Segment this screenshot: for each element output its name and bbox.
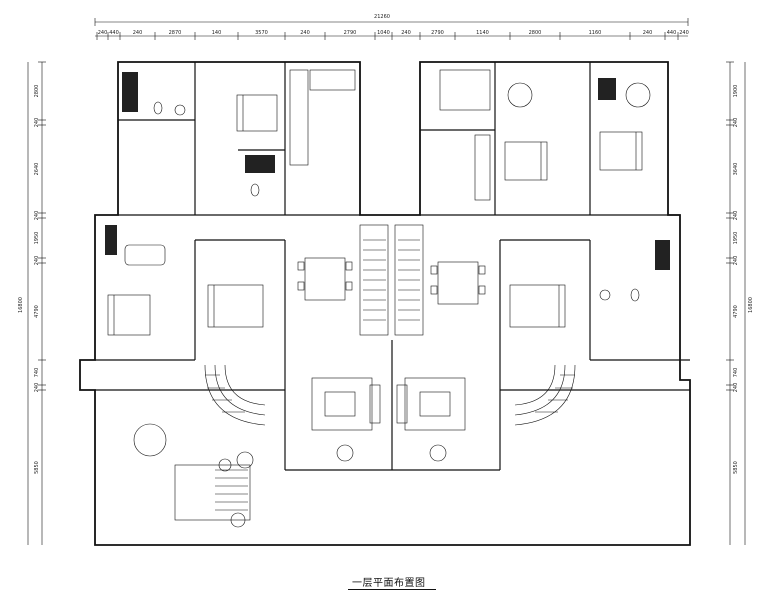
bed	[236, 94, 278, 132]
left-dimension-label: 4790	[34, 305, 40, 318]
right-dimension-label: 1900	[733, 85, 739, 98]
caption-underline	[348, 589, 436, 590]
bed	[207, 284, 264, 328]
right-dimension-label: 240	[733, 383, 739, 393]
right-dimension-label: 4790	[733, 305, 739, 318]
top-dimension-label: 1160	[589, 30, 602, 36]
left-dimension-label: 740	[34, 368, 40, 378]
top-dimension-label: 2870	[169, 30, 182, 36]
kitchen-counter	[439, 69, 491, 201]
bed	[599, 131, 643, 171]
top-dimension-label: 2800	[529, 30, 542, 36]
toilet	[250, 183, 260, 197]
right-dimension-labels: 1900 240 3640 240 1950 240 4790 740 240 5850	[726, 61, 739, 474]
overall-width-label: 21260	[374, 14, 390, 20]
plant	[218, 451, 254, 528]
sink	[174, 104, 186, 116]
top-dimension-label: 240	[300, 30, 310, 36]
sink	[599, 289, 611, 301]
right-dimension-label: 5850	[733, 461, 739, 474]
round-table	[625, 82, 651, 108]
kitchen-counter	[289, 69, 356, 166]
top-dimension-label: 440	[109, 30, 119, 36]
left-dimension-label: 1950	[34, 232, 40, 245]
right-dimension-label: 740	[733, 368, 739, 378]
bathtub	[124, 244, 166, 266]
dining-table	[430, 261, 486, 305]
tile-pattern	[105, 72, 670, 270]
left-dimension-label: 2800	[34, 85, 40, 98]
top-dimension-label: 3570	[255, 30, 268, 36]
exterior-walls	[79, 61, 691, 546]
top-dimension-label: 240	[679, 30, 689, 36]
entrance-steps	[174, 464, 251, 521]
top-dimension-label: 1140	[476, 30, 489, 36]
top-dimension-label: 2790	[344, 30, 357, 36]
top-dimension-label: 240	[98, 30, 108, 36]
overall-depth-label-left: 16800	[18, 297, 24, 313]
left-dimension-label: 240	[34, 211, 40, 221]
left-dimension-label: 5850	[34, 461, 40, 474]
right-curved-staircase	[514, 364, 576, 426]
right-dimension-label: 240	[733, 256, 739, 266]
top-dimension-label: 140	[212, 30, 222, 36]
right-dimension-label: 240	[733, 118, 739, 128]
right-overall-dimension	[729, 62, 746, 545]
right-dimension-label: 3640	[733, 163, 739, 176]
sofa-set	[311, 377, 381, 462]
bed	[107, 294, 151, 336]
left-dimension-label: 240	[34, 118, 40, 128]
left-overall-dimension	[27, 62, 43, 545]
top-dimension-label: 2790	[431, 30, 444, 36]
bed	[504, 141, 548, 181]
round-table	[507, 82, 533, 108]
dining-table	[297, 257, 353, 301]
top-dimension-label: 1040	[377, 30, 390, 36]
toilet	[630, 288, 640, 302]
bed	[509, 284, 566, 328]
left-dimension-label: 240	[34, 383, 40, 393]
left-dimension-label: 240	[34, 256, 40, 266]
interior-walls	[95, 62, 690, 471]
top-overall-dimension	[94, 18, 689, 26]
toilet	[153, 101, 163, 115]
top-dimension-label: 440	[667, 30, 677, 36]
right-dimension-label: 1950	[733, 232, 739, 245]
top-dimension-label: 240	[401, 30, 411, 36]
central-staircase	[359, 224, 424, 336]
overall-depth-label-right: 16800	[748, 297, 754, 313]
left-dimension-label: 2640	[34, 163, 40, 176]
sofa-set	[396, 377, 466, 462]
left-dimension-labels: 2800 240 2640 240 1950 240 4790 740 240 5850	[34, 61, 46, 474]
left-curved-staircase	[204, 364, 266, 426]
top-dimension-label: 240	[643, 30, 653, 36]
right-dimension-label: 240	[733, 211, 739, 221]
drawing-caption: 一层平面布置图	[352, 578, 426, 589]
top-dimension-label: 240	[133, 30, 143, 36]
patio-table	[133, 423, 167, 457]
